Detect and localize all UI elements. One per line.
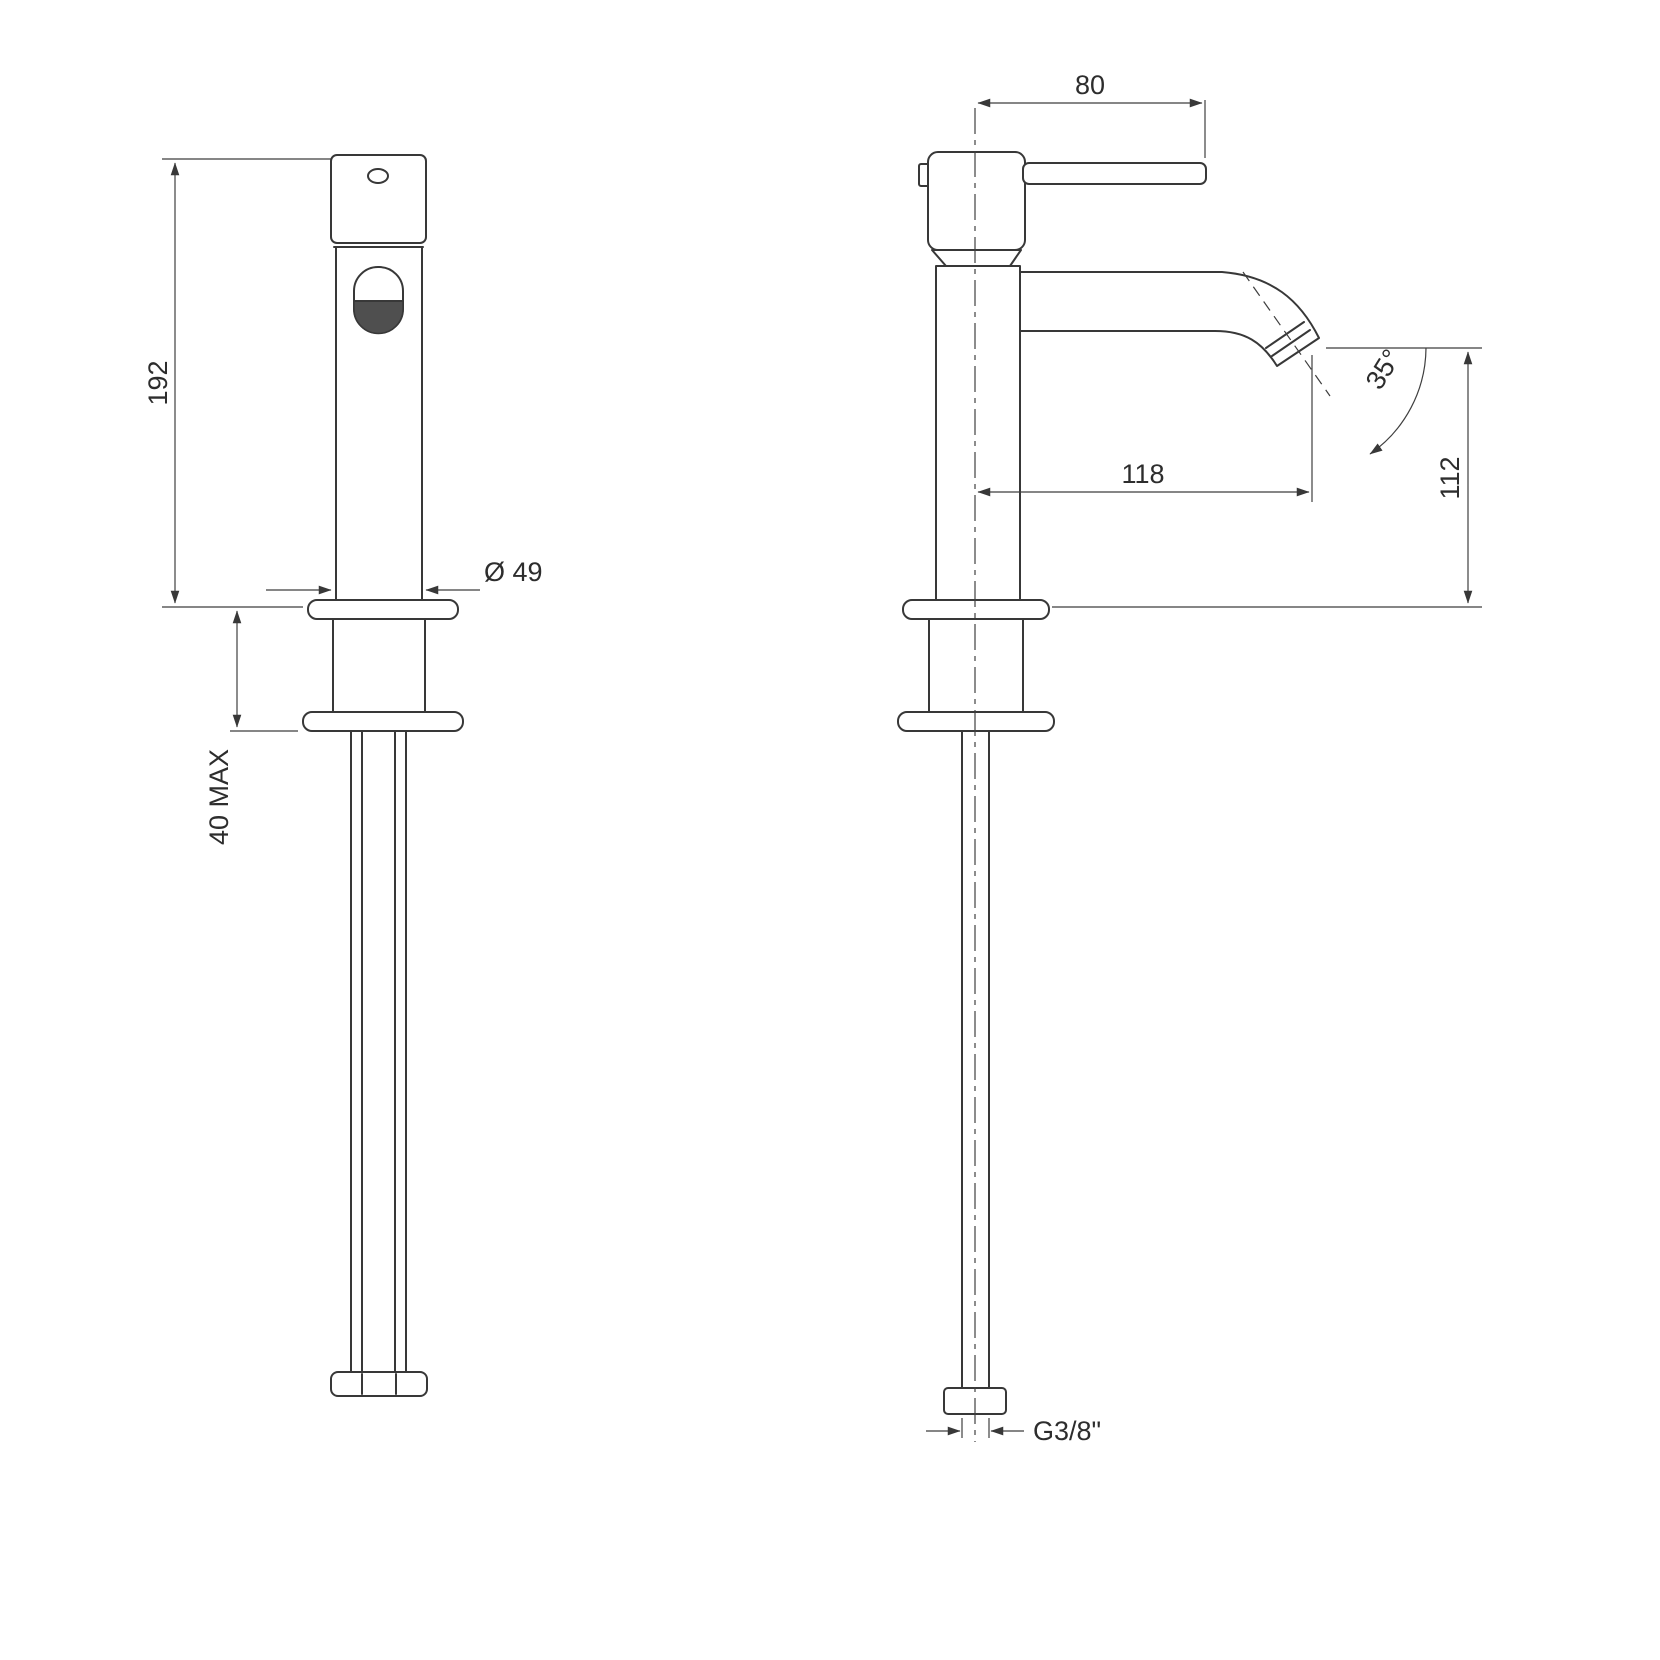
- dim-outlet-angle-label: 35°: [1360, 344, 1407, 395]
- mounting-nut-front: [302, 711, 464, 732]
- dim-handle-projection-label: 80: [1075, 70, 1105, 100]
- dim-base-diameter-label: Ø 49: [484, 557, 543, 587]
- handle-side: [927, 151, 1026, 251]
- handle-pin-hole: [367, 168, 389, 184]
- dim-spout-reach-label: 118: [1121, 459, 1164, 489]
- lever-handle: [1022, 162, 1207, 185]
- aerator-front: [353, 300, 404, 335]
- top-flange-side: [902, 599, 1050, 620]
- dim-outlet-height-label: 112: [1435, 456, 1465, 499]
- mounting-nut-side: [897, 711, 1055, 732]
- outlet-axis-line: [1242, 271, 1331, 397]
- top-flange-front: [307, 599, 459, 620]
- handle-front: [330, 154, 427, 244]
- body-side: [935, 265, 1021, 601]
- aerator-line-1: [1271, 329, 1311, 357]
- aerator-line-2: [1265, 321, 1305, 349]
- side-view: 35° 80 118 112 G3/8": [897, 70, 1482, 1446]
- tailpiece-front: [332, 618, 426, 713]
- handle-cone: [931, 249, 1022, 267]
- spout-side: [1019, 271, 1320, 367]
- dim-overall-height-label: 192: [143, 360, 173, 405]
- hose-nut-front: [330, 1371, 428, 1397]
- tailpiece-side: [928, 618, 1024, 713]
- dim-deck-thickness-label: 40 MAX: [204, 749, 234, 845]
- dim-inlet-connection-label: G3/8": [1033, 1416, 1101, 1446]
- front-view: 192 40 MAX Ø 49: [143, 154, 543, 1397]
- angle-arc: [1369, 347, 1427, 455]
